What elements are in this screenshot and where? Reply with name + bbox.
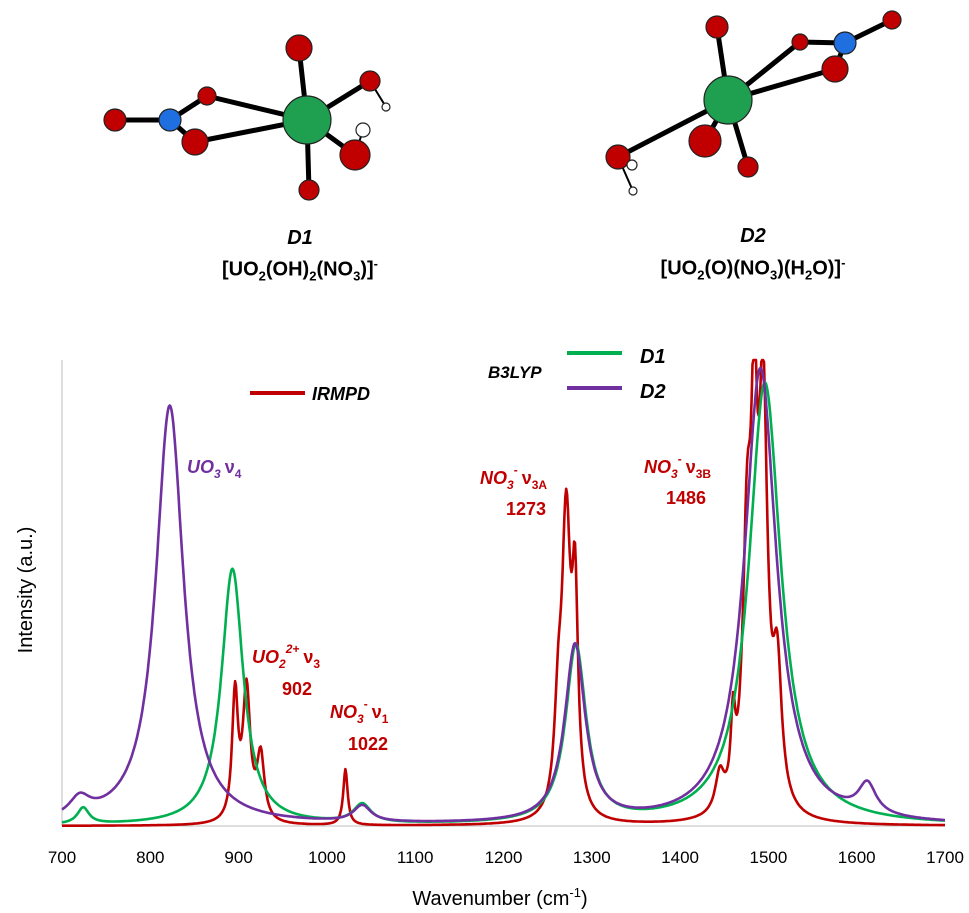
annotation-uo2-v3: UO22+ν3 bbox=[252, 642, 320, 671]
oxygen-atom bbox=[791, 33, 809, 51]
hydrogen-atom bbox=[355, 122, 371, 138]
x-tick-label: 700 bbox=[48, 848, 76, 867]
ir-spectrum-chart: 700 800 900 1000 1100 1200 1300 1400 1500 1600 170… bbox=[15, 346, 964, 910]
annotation-no3-v3a: NO3-ν3A bbox=[480, 463, 547, 492]
x-axis-label: Wavenumber (cm-1) bbox=[412, 885, 587, 910]
annotation-no3-v3a-value: 1273 bbox=[506, 499, 546, 519]
chart-axes: 700 800 900 1000 1100 1200 1300 1400 1500 1600 170… bbox=[48, 360, 964, 867]
y-axis-label: Intensity (a.u.) bbox=[15, 527, 37, 654]
oxygen-atom bbox=[359, 70, 381, 92]
oxygen-atom bbox=[285, 34, 313, 62]
hydrogen-atom bbox=[381, 102, 391, 112]
x-tick-label: 800 bbox=[136, 848, 164, 867]
oxygen-atom bbox=[882, 10, 902, 30]
x-tick-label: 900 bbox=[224, 848, 252, 867]
x-tick-label: 1700 bbox=[926, 848, 964, 867]
uranium-atom bbox=[703, 75, 753, 125]
annotation-no3-v3b: NO3-ν3B bbox=[644, 452, 711, 481]
uranium-atom bbox=[282, 95, 332, 145]
oxygen-atom bbox=[605, 144, 631, 170]
hydrogen-atom bbox=[626, 159, 638, 171]
annotation-no3-v1-value: 1022 bbox=[348, 734, 388, 754]
molecule-d2-name: D2 bbox=[740, 225, 766, 247]
series-d1-line bbox=[61, 381, 946, 824]
molecule-d1-formula: [UO2(OH)2(NO3)]- bbox=[221, 256, 379, 284]
oxygen-atom bbox=[737, 156, 759, 178]
x-tick-label: 1500 bbox=[749, 848, 787, 867]
x-tick-label: 1200 bbox=[485, 848, 523, 867]
annotation-uo2-v3-value: 902 bbox=[282, 679, 312, 699]
oxygen-atom bbox=[197, 86, 217, 106]
legend-d2-label: D2 bbox=[640, 381, 666, 403]
x-tick-label: 1600 bbox=[838, 848, 876, 867]
series-d2-line bbox=[61, 366, 946, 823]
molecule-d2-structure bbox=[605, 10, 902, 196]
oxygen-atom bbox=[298, 179, 320, 201]
chart-series bbox=[61, 358, 946, 827]
x-tick-label: 1300 bbox=[573, 848, 611, 867]
x-tick-label: 1400 bbox=[661, 848, 699, 867]
legend-d1-label: D1 bbox=[640, 346, 666, 368]
oxygen-atom bbox=[181, 128, 209, 156]
molecule-d2-formula: [UO2(O)(NO3)(H2O)]- bbox=[660, 255, 846, 283]
annotation-no3-v1: NO3-ν1 bbox=[330, 697, 389, 726]
oxygen-atom bbox=[688, 124, 722, 158]
molecule-d1-name: D1 bbox=[287, 227, 313, 249]
oxygen-atom bbox=[821, 55, 849, 83]
oxygen-atom bbox=[705, 15, 729, 39]
legend-method-label: B3LYP bbox=[488, 363, 542, 382]
legend-irmpd-label: IRMPD bbox=[312, 384, 370, 404]
molecule-d1-structure bbox=[103, 34, 391, 201]
annotation-no3-v3b-value: 1486 bbox=[666, 488, 706, 508]
x-tick-label: 1000 bbox=[308, 848, 346, 867]
oxygen-atom bbox=[339, 139, 371, 171]
series-irmpd-line bbox=[61, 358, 946, 827]
oxygen-atom bbox=[103, 108, 127, 132]
x-tick-label: 1100 bbox=[397, 848, 434, 867]
nitrogen-atom bbox=[158, 108, 182, 132]
nitrogen-atom bbox=[833, 31, 857, 55]
hydrogen-atom bbox=[628, 186, 638, 196]
chart-legend: IRMPD B3LYP D1 D2 bbox=[250, 346, 666, 404]
